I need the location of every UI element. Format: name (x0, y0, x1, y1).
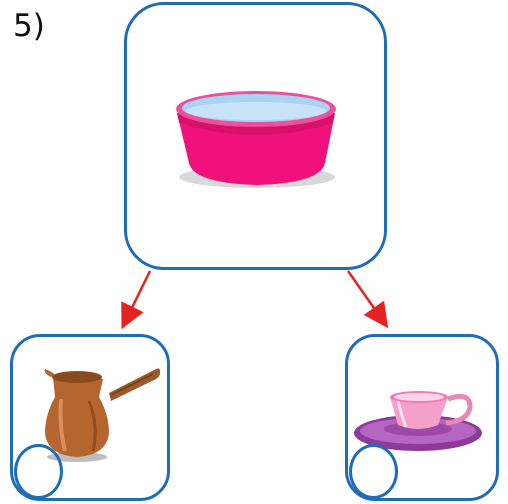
left-answer-card[interactable] (10, 334, 170, 501)
left-answer-circle[interactable] (14, 444, 63, 499)
water-bowl-icon (176, 91, 336, 188)
right-answer-circle[interactable] (349, 444, 398, 499)
exercise-number: 5) (13, 8, 45, 44)
arrow-right (346, 270, 389, 329)
arrow-left (121, 270, 152, 330)
pink-teacup-icon (354, 391, 482, 451)
copper-coffee-pot-icon (44, 368, 161, 462)
main-picture-card (124, 2, 387, 270)
